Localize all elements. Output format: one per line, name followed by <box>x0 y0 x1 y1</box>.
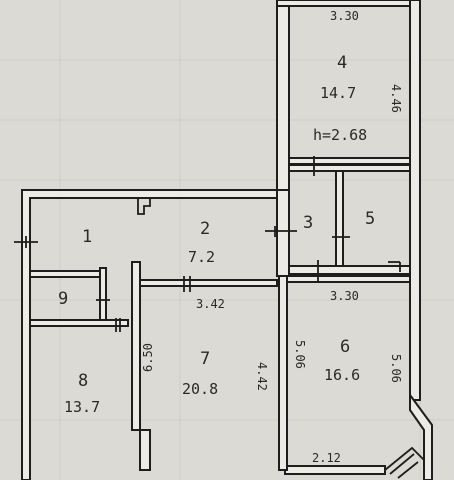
dim-room6-top: 3.30 <box>330 289 359 303</box>
dim-room6-bottom: 2.12 <box>312 451 341 465</box>
room-8-area: 13.7 <box>64 398 100 416</box>
room-6-area: 16.6 <box>324 366 360 384</box>
exterior-walls <box>21 0 433 480</box>
dim-room6-side-right: 5.06 <box>389 354 403 383</box>
room-7-area: 20.8 <box>182 380 218 398</box>
room-8-number: 8 <box>78 371 88 391</box>
dim-room4-top: 3.30 <box>330 9 359 23</box>
room-4-number: 4 <box>337 53 347 73</box>
dim-room6-side-left: 5.06 <box>293 340 307 369</box>
dim-room7-top: 3.42 <box>196 297 225 311</box>
room-2-area: 7.2 <box>188 248 215 266</box>
dim-ceiling-height: h=2.68 <box>313 126 367 144</box>
dim-room7-side-right: 4.42 <box>255 362 269 391</box>
room-labels: 1 2 7.2 3 4 14.7 5 6 16.6 7 20.8 8 13.7 … <box>58 53 375 416</box>
room-1-number: 1 <box>82 227 92 247</box>
interior-walls <box>29 157 411 471</box>
dimension-labels: 3.30 4.46 h=2.68 3.30 5.06 5.06 2.12 3.4… <box>141 9 403 465</box>
room-4-area: 14.7 <box>320 84 356 102</box>
room-6-number: 6 <box>340 337 350 357</box>
room-2-number: 2 <box>200 219 210 239</box>
dim-room4-side: 4.46 <box>389 84 403 113</box>
room-5-number: 5 <box>365 209 375 229</box>
room-9-number: 9 <box>58 289 68 309</box>
door-marks <box>14 156 401 332</box>
room-7-number: 7 <box>200 349 210 369</box>
room-3-number: 3 <box>303 213 313 233</box>
dim-room7-side-left: 6.50 <box>141 343 155 372</box>
